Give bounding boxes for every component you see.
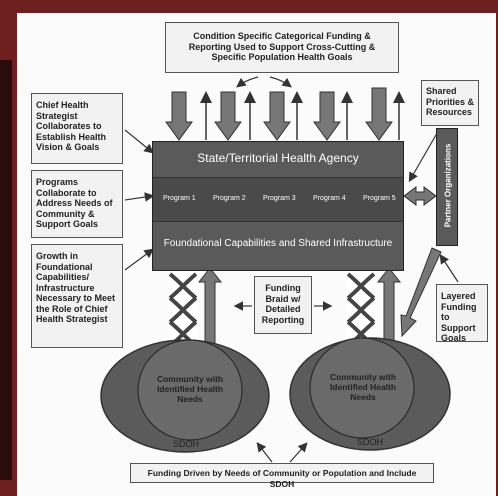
categorical-funding-box: Condition Specific Categorical Funding &… — [165, 22, 399, 73]
sdoh-left-label: SDOH — [172, 439, 199, 449]
top-funding-arrows — [165, 87, 405, 141]
down-arrow-4 — [313, 91, 341, 141]
left-edge-panel — [0, 60, 12, 480]
community-right-label: Community with Identified Health Needs — [329, 372, 397, 402]
connector-shared — [408, 127, 441, 183]
programs-collaborate-text: Programs Collaborate to Address Needs of… — [36, 177, 113, 229]
layered-funding-text: Layered Funding to Support Goals — [441, 291, 477, 343]
funding-braid-box: Funding Braid w/ Detailed Reporting — [254, 276, 312, 334]
connector-left-1 — [124, 129, 154, 154]
down-arrow-5 — [365, 87, 393, 141]
funding-braid-text: Funding Braid w/ Detailed Reporting — [261, 283, 305, 325]
foundational-growth-box: Growth in Foundational Capabilities/ Inf… — [31, 244, 123, 348]
up-arrow-left-community — [197, 267, 223, 351]
programs-collaborate-box: Programs Collaborate to Address Needs of… — [31, 170, 123, 238]
health-agency-block: State/Territorial Health Agency Program … — [152, 141, 404, 271]
program-3-label: Program 3 — [263, 195, 296, 202]
connector-left-2 — [124, 192, 155, 202]
community-left-label: Community with Identified Health Needs — [156, 374, 224, 404]
up-arrow-right-community — [376, 267, 402, 351]
down-arrow-1 — [165, 91, 193, 141]
down-arrow-2 — [214, 91, 242, 141]
connector-layered — [439, 253, 459, 283]
foundational-growth-text: Growth in Foundational Capabilities/ Inf… — [36, 251, 116, 324]
program-1-label: Program 1 — [163, 195, 196, 202]
shared-priorities-text: Shared Priorities & Resources — [426, 86, 475, 117]
needs-driven-funding-text: Funding Driven by Needs of Community or … — [147, 468, 417, 489]
categorical-funding-text: Condition Specific Categorical Funding &… — [188, 31, 376, 62]
top-box-arrow-left — [236, 76, 259, 88]
bottom-arrow-right — [289, 442, 308, 463]
shared-priorities-box: Shared Priorities & Resources — [421, 80, 479, 126]
layered-funding-arrow — [400, 247, 442, 338]
programs-row: Program 1 Program 2 Program 3 Program 4 … — [153, 177, 403, 222]
program-2-label: Program 2 — [213, 195, 246, 202]
partner-organizations-bar: Partner Organizations — [436, 128, 458, 246]
agency-partner-double-arrow — [403, 186, 437, 206]
program-5-label: Program 5 — [363, 195, 396, 202]
community-inner-left — [137, 339, 243, 441]
foundation-label: Foundational Capabilities and Shared Inf… — [163, 238, 393, 249]
agency-title: State/Territorial Health Agency — [197, 151, 359, 165]
partner-organizations-label: Partner Organizations — [443, 143, 453, 228]
layered-funding-box: Layered Funding to Support Goals — [436, 284, 488, 343]
community-inner-right — [309, 337, 415, 439]
down-arrow-3 — [263, 91, 291, 141]
bottom-arrow-left — [256, 442, 273, 463]
program-4-label: Program 4 — [313, 195, 346, 202]
needs-driven-funding-box: Funding Driven by Needs of Community or … — [130, 463, 434, 489]
chief-strategist-box: Chief Health Strategist Collaborates to … — [31, 93, 123, 164]
chief-strategist-text: Chief Health Strategist Collaborates to … — [36, 100, 107, 152]
sdoh-right-label: SDOH — [356, 437, 383, 447]
top-box-arrow-right — [269, 76, 292, 88]
connector-left-3 — [124, 248, 154, 271]
